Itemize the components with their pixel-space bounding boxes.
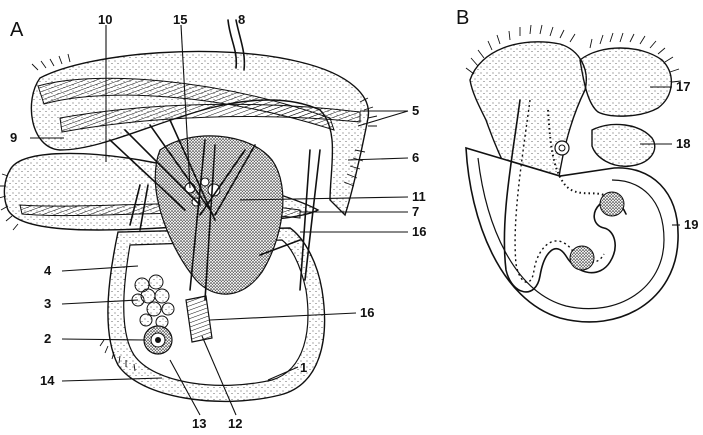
callout-7: 7 (412, 204, 419, 219)
callout-18: 18 (676, 136, 690, 151)
callout-8: 8 (238, 12, 245, 27)
callout-1: 1 (300, 360, 307, 375)
callout-17: 17 (676, 79, 690, 94)
callout-4: 4 (44, 263, 52, 278)
callout-14: 14 (40, 373, 55, 388)
callout-3: 3 (44, 296, 51, 311)
b-mass-2 (570, 246, 594, 270)
b-right-lobe (580, 48, 671, 116)
callout-19: 19 (684, 217, 698, 232)
b-flap-18 (592, 124, 655, 166)
callout-11: 11 (412, 189, 426, 204)
spiral-organ (144, 326, 172, 354)
panel-b: B 17 18 19 (456, 7, 698, 322)
organelle-2 (201, 178, 209, 186)
callout-12: 12 (228, 416, 242, 431)
callout-5: 5 (412, 103, 419, 118)
callout-6: 6 (412, 150, 419, 165)
callout-13: 13 (192, 416, 206, 431)
panel-b-label: B (456, 7, 469, 29)
panel-a-label: A (10, 19, 24, 41)
panel-a: A (0, 12, 426, 431)
callout-2: 2 (44, 331, 51, 346)
b-mass-1 (600, 192, 624, 216)
callout-9: 9 (10, 130, 17, 145)
callout-10: 10 (98, 12, 112, 27)
b-small-ring-inner (559, 145, 565, 151)
callout-15: 15 (173, 12, 187, 27)
callout-16-upper: 16 (412, 224, 426, 239)
callout-16-lower: 16 (360, 305, 374, 320)
